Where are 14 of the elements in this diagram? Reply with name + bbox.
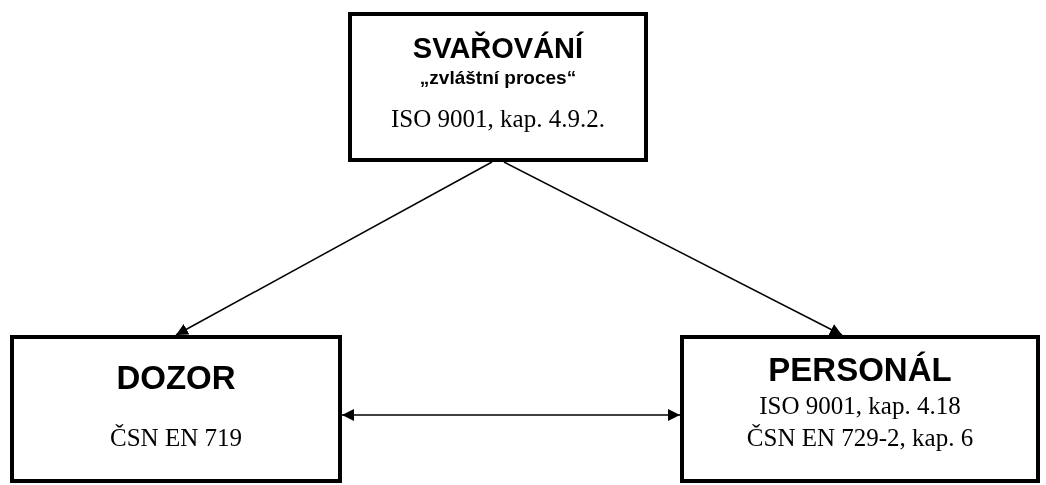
box-heading: SVAŘOVÁNÍ: [412, 30, 584, 66]
box-heading: DOZOR: [116, 358, 236, 398]
box-text: ČSN EN 729-2, kap. 6: [746, 422, 974, 453]
arrow: [175, 161, 493, 336]
process-box: [348, 12, 648, 162]
box-text: ISO 9001, kap. 4.18: [759, 391, 961, 422]
arrow: [503, 161, 843, 336]
process-box: [10, 335, 342, 483]
box-heading: PERSONÁL: [768, 350, 952, 390]
box-text: „zvláštní proces“: [419, 66, 577, 90]
box-text: ČSN EN 719: [110, 422, 242, 453]
box-text: ISO 9001, kap. 4.9.2.: [391, 104, 605, 134]
arrow: [341, 409, 681, 421]
process-box: [680, 335, 1040, 483]
